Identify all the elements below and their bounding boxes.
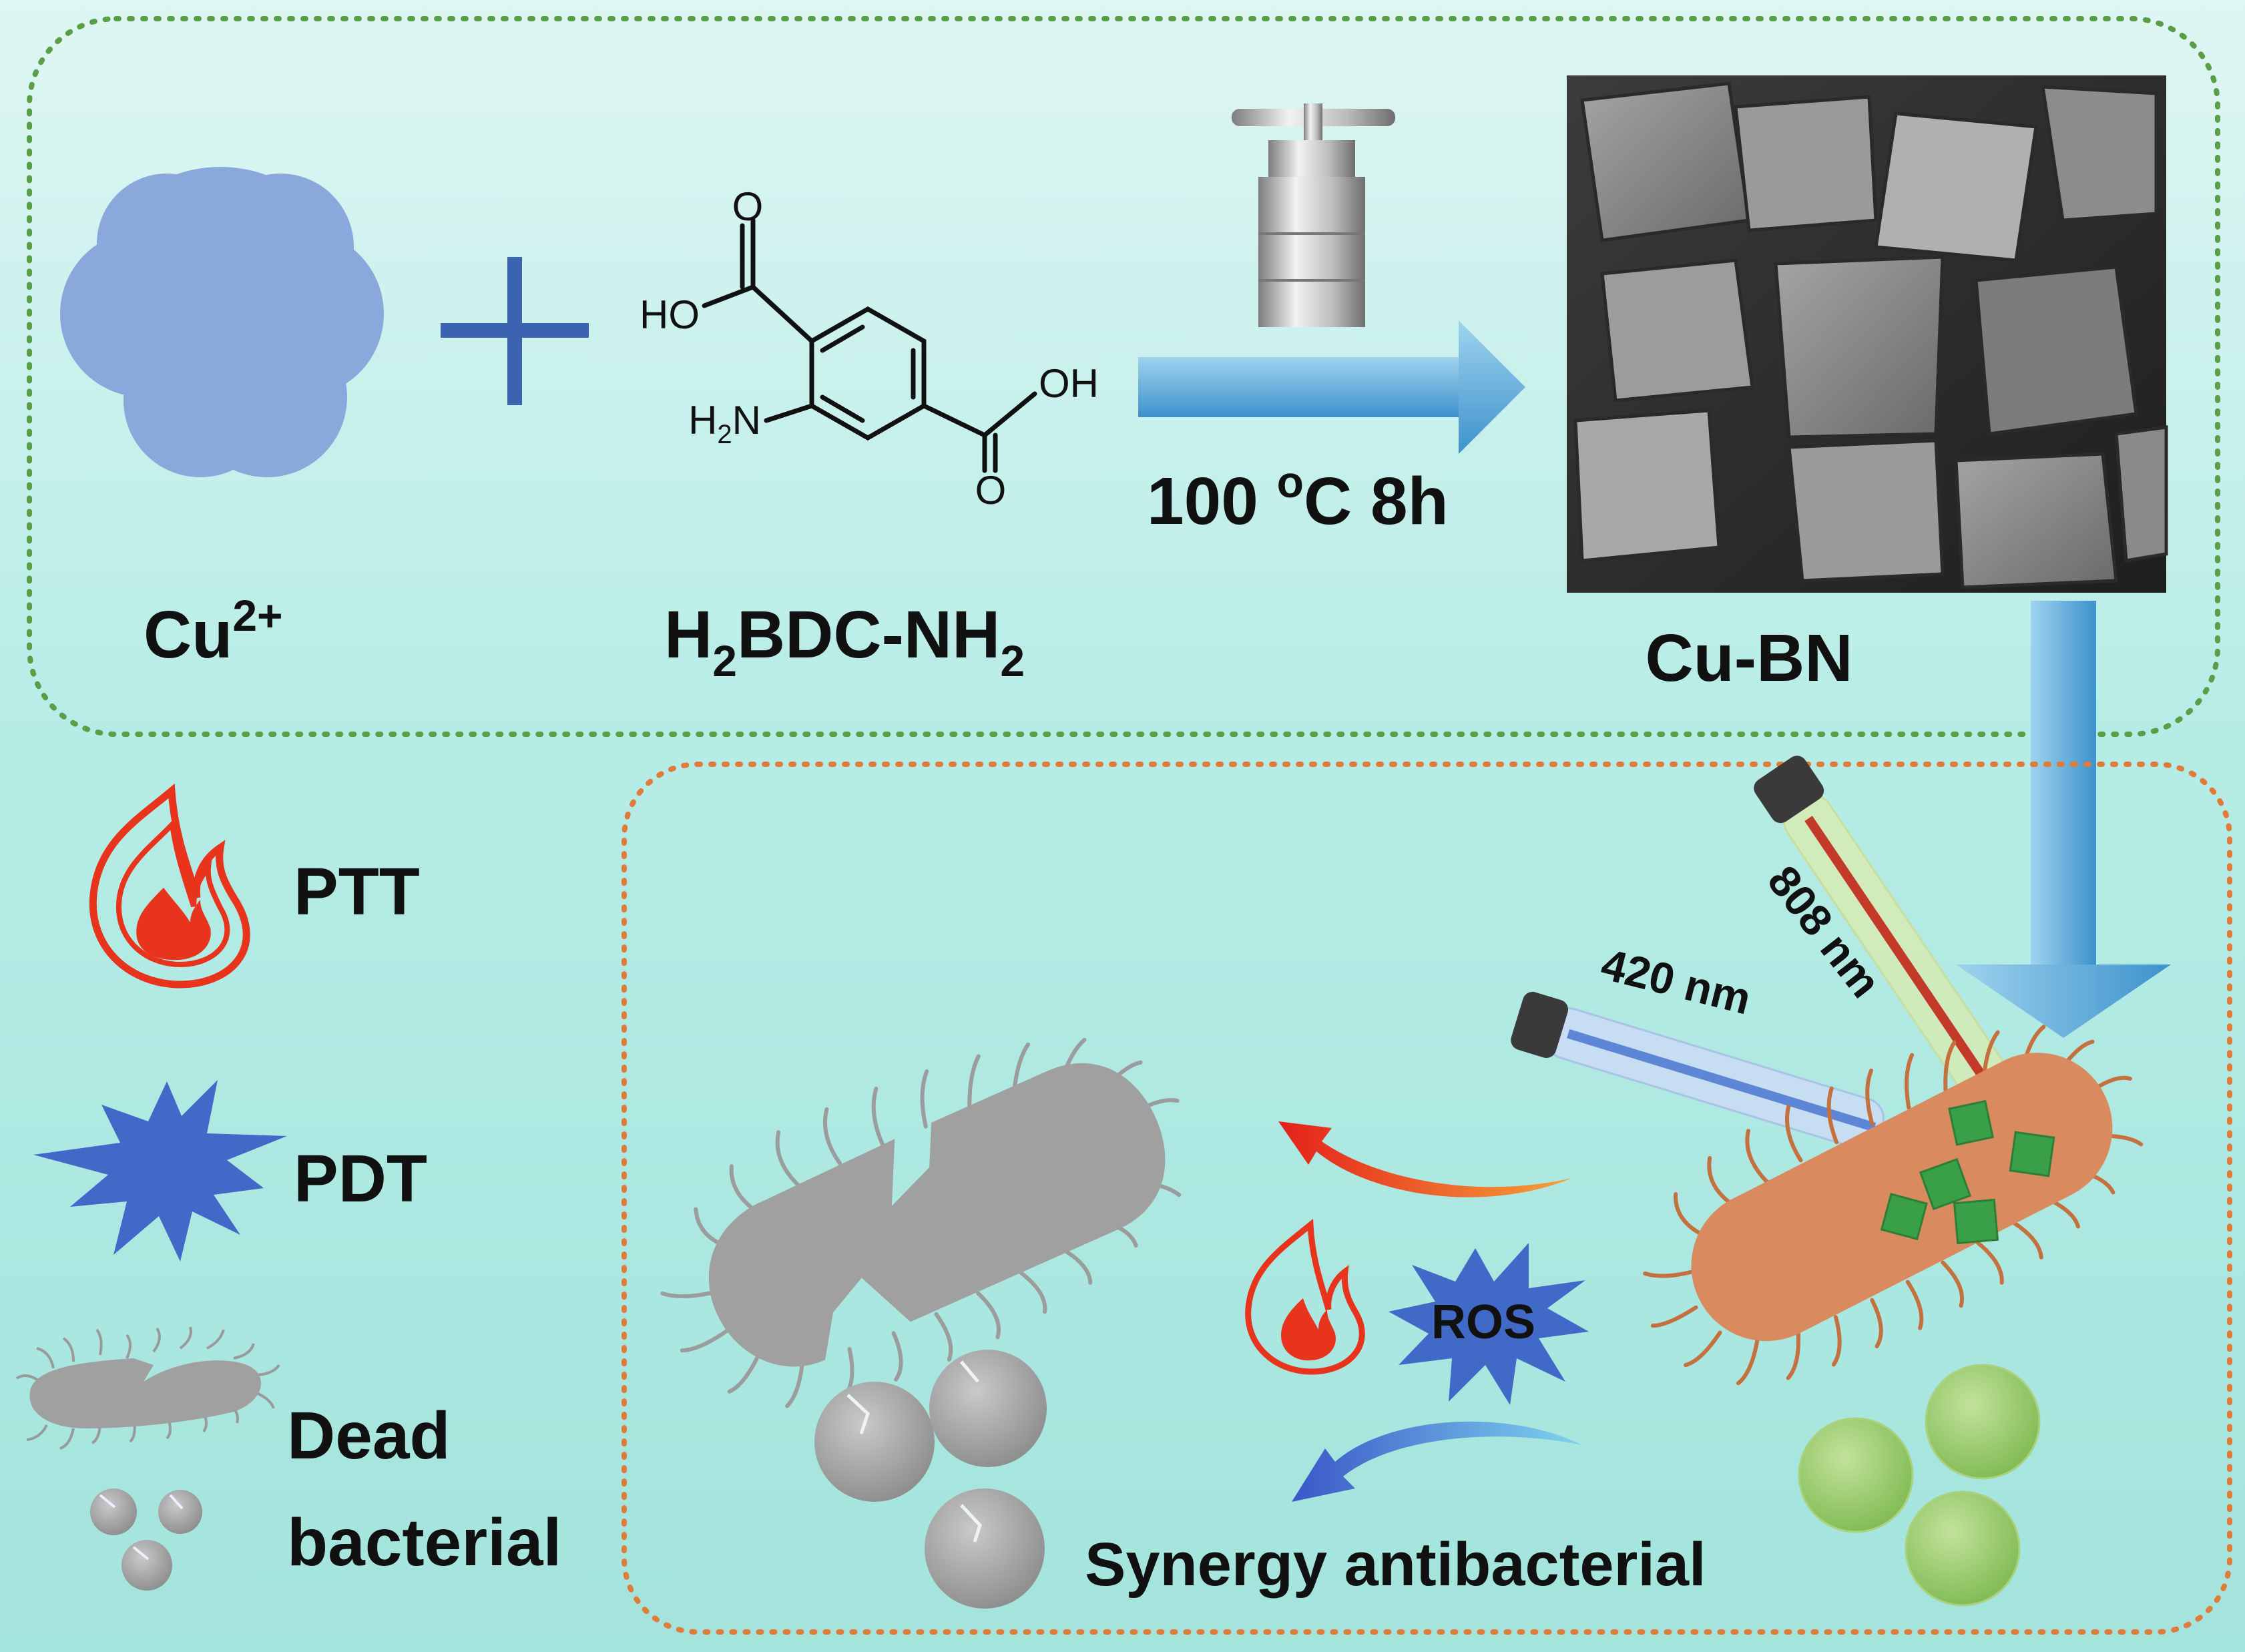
synthesis-arrow bbox=[1138, 320, 1525, 454]
cu-bn-cubes bbox=[1880, 1099, 2055, 1245]
dead-bacterium-large bbox=[660, 1037, 1182, 1408]
legend-dead-bacterium-icon bbox=[15, 1326, 280, 1591]
ros-starburst-icon bbox=[1389, 1243, 1589, 1405]
pdt-starburst-icon bbox=[33, 1080, 287, 1262]
ros-label: ROS bbox=[1431, 1296, 1535, 1349]
ligand-name-label: H2BDC-NH2 bbox=[664, 597, 1025, 685]
live-cocci bbox=[1798, 1364, 2041, 1607]
ligand-o-top: O bbox=[732, 184, 764, 229]
legend-pdt-label: PDT bbox=[294, 1141, 427, 1216]
autoclave-icon bbox=[1232, 103, 1395, 327]
pdt-kill-arrow bbox=[1292, 1421, 1582, 1502]
laser-420-label: 420 nm bbox=[1597, 939, 1756, 1024]
cu-ion-label: Cu2+ bbox=[144, 591, 283, 672]
ptt-flame-icon bbox=[89, 783, 250, 989]
legend-dead-label-line1: Dead bbox=[287, 1398, 451, 1473]
synthesis-panel-border bbox=[27, 16, 2220, 737]
legend-dead-label-line2: bacterial bbox=[287, 1505, 561, 1580]
ligand-oh: OH bbox=[1039, 361, 1099, 406]
dead-cocci bbox=[814, 1350, 1047, 1609]
plus-icon bbox=[441, 257, 589, 405]
treatment-panel-border bbox=[621, 762, 2232, 1635]
product-arrow bbox=[1956, 601, 2171, 1038]
ligand-o-bottom: O bbox=[975, 468, 1007, 513]
treatment-flame-icon bbox=[1245, 1218, 1365, 1375]
cu-ion-cloud-icon bbox=[60, 167, 384, 477]
synergy-label: Synergy antibacterial bbox=[1085, 1531, 1706, 1599]
ligand-ho: HO bbox=[640, 292, 700, 337]
ptt-kill-arrow bbox=[1278, 1121, 1572, 1197]
ligand-structure bbox=[702, 218, 1037, 473]
ligand-nh2: H2N bbox=[688, 398, 761, 449]
cu-bn-sem-image bbox=[1567, 75, 2168, 593]
product-label: Cu-BN bbox=[1645, 621, 1852, 696]
legend-ptt-label: PTT bbox=[294, 854, 420, 929]
reaction-condition-label: 100 oC 8h bbox=[1147, 457, 1449, 539]
